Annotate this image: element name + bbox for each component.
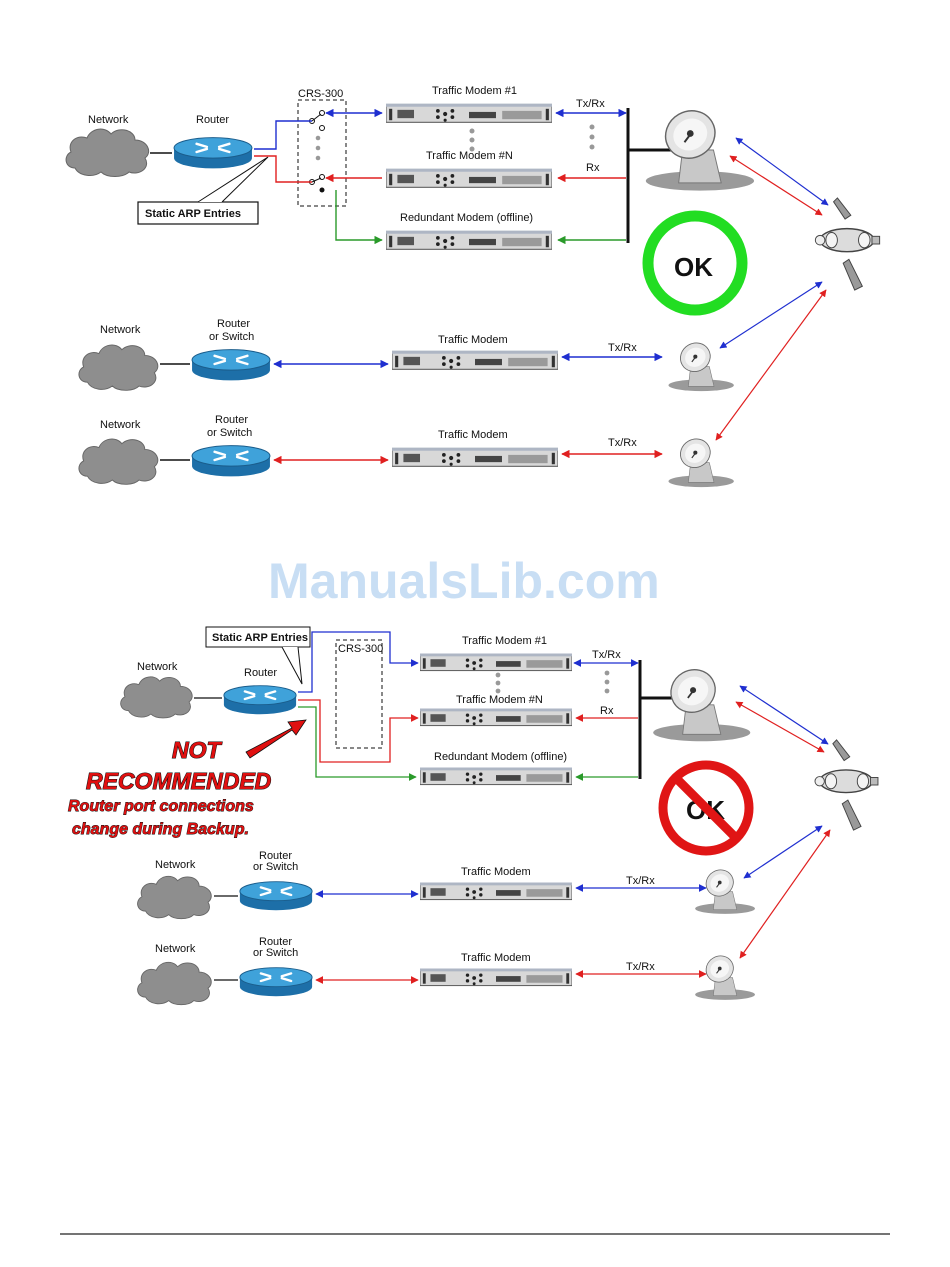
redundant-modem-b-label: Redundant Modem (offline) xyxy=(434,751,567,763)
network-label-b2: Network xyxy=(155,859,196,871)
warning-detail-line2: change during Backup. xyxy=(72,821,249,838)
redundant-modem-label: Redundant Modem (offline) xyxy=(400,212,533,224)
traffic-modem-1 xyxy=(386,103,552,123)
static-arp-box-2 xyxy=(205,626,311,648)
large-dish-icon-b xyxy=(652,662,752,743)
traffic-modem-b2-label: Traffic Modem xyxy=(461,866,531,878)
network-cloud-icon xyxy=(65,128,150,177)
router-icon xyxy=(172,136,254,170)
top-diagram: Network Router Static ARP Entries CRS-30… xyxy=(65,85,881,488)
rx-label: Rx xyxy=(586,162,600,174)
router-switch-icon-3 xyxy=(190,444,272,478)
network-label-3: Network xyxy=(100,419,141,431)
network-cloud-icon-b3 xyxy=(137,961,212,1006)
txrx-label: Tx/Rx xyxy=(576,98,605,110)
redundant-modem xyxy=(386,230,552,250)
router-label: Router xyxy=(196,114,229,126)
bottom-diagram: Static ARP Entries Network Router CRS-30… xyxy=(68,626,879,1006)
rx-label-b: Rx xyxy=(600,705,614,717)
router-switch-icon-b2 xyxy=(238,880,314,912)
traffic-modem-2 xyxy=(392,350,558,370)
traffic-modem-n-label: Traffic Modem #N xyxy=(426,150,513,162)
router-icon-b1 xyxy=(222,684,298,716)
traffic-modem-3-label: Traffic Modem xyxy=(438,429,508,441)
router-switch-icon-2 xyxy=(190,348,272,382)
router-switch-label-3a: Router xyxy=(215,414,248,426)
not-recommended-line1: NOT xyxy=(172,737,223,763)
network-cloud-icon-b2 xyxy=(137,875,212,920)
txrx-label-b2: Tx/Rx xyxy=(626,875,655,887)
router-switch-label-b2a: Router xyxy=(259,850,292,862)
txrx-label-3: Tx/Rx xyxy=(608,437,637,449)
network-label-b3: Network xyxy=(155,943,196,955)
network-label: Network xyxy=(88,114,129,126)
static-arp-label: Static ARP Entries xyxy=(145,208,241,220)
network-cloud-icon-3 xyxy=(78,438,159,485)
satellite-icon-b xyxy=(814,739,879,831)
crs-300-switch-b xyxy=(335,639,383,749)
small-dish-icon-3 xyxy=(667,434,735,488)
network-label-b1: Network xyxy=(137,661,178,673)
satellite-icon xyxy=(814,197,881,291)
not-recommended-line2: RECOMMENDED xyxy=(86,768,271,794)
traffic-modem-b3-label: Traffic Modem xyxy=(461,952,531,964)
small-dish-icon-b2 xyxy=(694,866,756,915)
ok-label: OK xyxy=(674,252,713,282)
traffic-modem-2-label: Traffic Modem xyxy=(438,334,508,346)
traffic-modem-b1-label: Traffic Modem #1 xyxy=(462,635,547,647)
router-switch-label-3b: or Switch xyxy=(207,427,252,439)
traffic-modem-b3 xyxy=(420,968,572,987)
large-dish-icon xyxy=(644,105,756,192)
network-cloud-icon-b1 xyxy=(120,676,193,719)
router-switch-label-b3a: Router xyxy=(259,936,292,948)
network-label-2: Network xyxy=(100,324,141,336)
router-switch-label-b3b: or Switch xyxy=(253,947,298,959)
ok-indicator xyxy=(642,210,748,316)
warning-arrow xyxy=(245,719,307,759)
crs-300-label: CRS-300 xyxy=(298,88,343,100)
router-switch-label-2b: or Switch xyxy=(209,331,254,343)
txrx-label-b3: Tx/Rx xyxy=(626,961,655,973)
traffic-modem-b2 xyxy=(420,882,572,901)
network-cloud-icon-2 xyxy=(78,344,159,391)
crs-300-label-b: CRS-300 xyxy=(338,643,383,655)
txrx-label-b1: Tx/Rx xyxy=(592,649,621,661)
traffic-modem-3 xyxy=(392,447,558,467)
traffic-modem-bn xyxy=(420,708,572,727)
traffic-modem-b1 xyxy=(420,653,572,672)
traffic-modem-1-label: Traffic Modem #1 xyxy=(432,85,517,97)
traffic-modem-n xyxy=(386,168,552,188)
crs-300-switch xyxy=(297,99,347,207)
static-arp-label-2: Static ARP Entries xyxy=(212,632,308,644)
router-label-b1: Router xyxy=(244,667,277,679)
txrx-label-2: Tx/Rx xyxy=(608,342,637,354)
router-switch-icon-b3 xyxy=(238,966,314,998)
watermark: ManualsLib.com xyxy=(268,553,660,609)
warning-detail-line1: Router port connections xyxy=(68,798,254,815)
small-dish-icon-b3 xyxy=(694,952,756,1001)
router-switch-label-b2b: or Switch xyxy=(253,861,298,873)
redundant-modem-b xyxy=(420,767,572,786)
router-switch-label-2a: Router xyxy=(217,318,250,330)
traffic-modem-bn-label: Traffic Modem #N xyxy=(456,694,543,706)
